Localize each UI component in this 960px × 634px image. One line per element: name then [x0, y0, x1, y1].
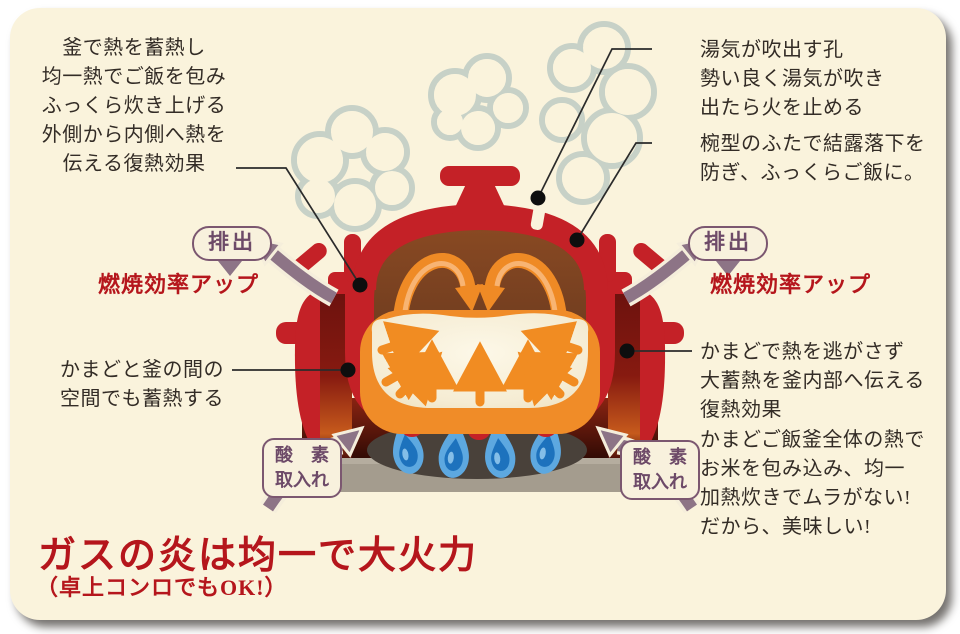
heat-circulation-arrow-icon	[392, 253, 568, 331]
annotation-line: 防ぎ、ふっくらご飯に。	[700, 162, 925, 184]
annotation-line: お米を包み込み、均一	[700, 458, 905, 480]
annotation-line: 伝える復熱効果	[62, 153, 206, 175]
oxygen-label-line: 取入れ	[275, 470, 329, 490]
exhaust-bubble-pointer-right	[712, 256, 744, 276]
pot-lid	[352, 204, 608, 290]
annotation-line: 復熱効果	[700, 399, 782, 421]
efficiency-label-left: 燃焼効率アップ	[98, 272, 260, 297]
annotation-bowl-lid: 椀型のふたで結露落下を 防ぎ、ふっくらご飯に。	[700, 130, 926, 188]
burner-ring	[367, 421, 587, 479]
pointer-dots	[340, 190, 635, 378]
annotation-pot-heat-storage: 釜で熱を蓄熱し 均一熱でご飯を包み ふっくら炊き上げる 外側から内側へ熱を 伝え…	[30, 34, 238, 179]
annotation-line: だから、美味しい!	[700, 516, 872, 538]
annotation-line: かまどご飯釜全体の熱で	[700, 429, 925, 451]
annotation-whole-heat: かまどご飯釜全体の熱で お米を包み込み、均一 加熱炊きでムラがない! だから、美…	[700, 426, 925, 542]
sub-title: （卓上コンロでもOK!）	[36, 575, 288, 600]
annotation-line: 大蓄熱を釜内部へ伝える	[700, 370, 925, 392]
oxygen-intake-box-left: 酸 素 取入れ	[262, 438, 342, 498]
annotation-line: かまどと釜の間の	[60, 359, 224, 381]
annotation-line: 出たら火を止める	[700, 97, 864, 119]
annotation-steam-vent: 湯気が吹出す孔 勢い良く湯気が吹き 出たら火を止める	[700, 36, 885, 123]
annotation-line: 湯気が吹出す孔	[700, 39, 844, 61]
pointer-lines	[232, 48, 692, 371]
annotation-line: 椀型のふたで結露落下を	[700, 133, 926, 155]
efficiency-label-right: 燃焼効率アップ	[710, 272, 872, 297]
exhaust-bubble-pointer-left	[214, 256, 246, 276]
steam-clouds-icon	[291, 21, 657, 232]
annotation-line: 外側から内側へ熱を	[41, 124, 227, 146]
pot-cavity	[374, 222, 586, 338]
annotation-line: ふっくら炊き上げる	[41, 95, 227, 117]
annotation-line: 均一熱でご飯を包み	[41, 66, 227, 88]
oxygen-intake-box-right: 酸 素 取入れ	[620, 440, 700, 500]
rice-pot	[328, 166, 632, 440]
main-title: ガスの炎は均一で大火力	[38, 535, 479, 577]
oxygen-label-line: 取入れ	[633, 472, 687, 492]
annotation-line: 釜で熱を蓄熱し	[62, 37, 206, 59]
annotation-kamado-heat: かまどで熱を逃がさず 大蓄熱を釜内部へ伝える 復熱効果	[700, 338, 925, 425]
heat-into-rice-arrow-icon	[377, 321, 583, 407]
annotation-line: かまどで熱を逃がさず	[700, 341, 905, 363]
oxygen-label-line: 酸 素	[275, 445, 329, 465]
annotation-line: 空間でも蓄熱する	[60, 388, 224, 410]
exhaust-bubble-left: 排出	[192, 226, 272, 261]
lid-knob	[440, 166, 520, 186]
annotation-line: 加熱炊きでムラがない!	[700, 487, 912, 509]
annotation-line: 勢い良く湯気が吹き	[700, 68, 885, 90]
exhaust-arrow-icon	[249, 235, 711, 307]
annotation-kamado-space: かまどと釜の間の 空間でも蓄熱する	[60, 356, 224, 414]
oxygen-label-line: 酸 素	[633, 447, 687, 467]
exhaust-bubble-right: 排出	[688, 226, 768, 261]
